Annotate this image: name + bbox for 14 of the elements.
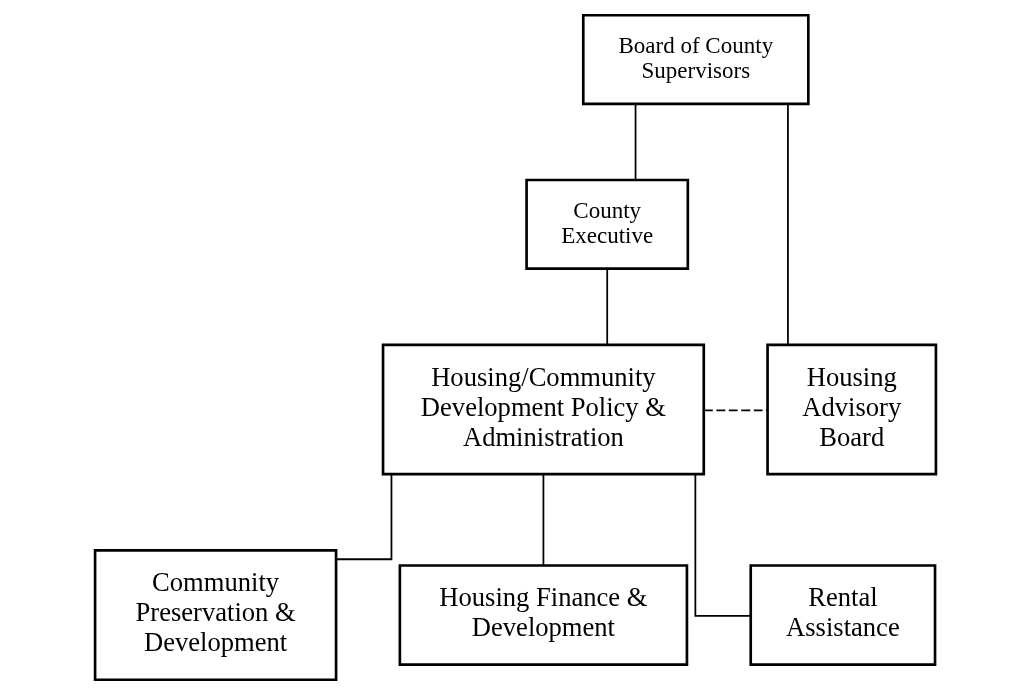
- node-box: Community Preservation & Development: [93, 549, 337, 682]
- connector: [702, 409, 768, 412]
- connector: [334, 473, 392, 561]
- node-box: Housing Finance & Development: [398, 564, 688, 667]
- node-box: Housing/Community Development Policy & Administration: [381, 343, 705, 476]
- node-box: Housing Advisory Board: [765, 343, 937, 476]
- node-box: County Executive: [524, 178, 689, 270]
- node-box: Board of County Supervisors: [581, 13, 810, 106]
- connector: [693, 473, 751, 617]
- node-box: Rental Assistance: [748, 564, 936, 667]
- connector: [605, 267, 608, 346]
- connector: [786, 102, 789, 346]
- connector: [542, 473, 544, 567]
- connector: [634, 103, 636, 181]
